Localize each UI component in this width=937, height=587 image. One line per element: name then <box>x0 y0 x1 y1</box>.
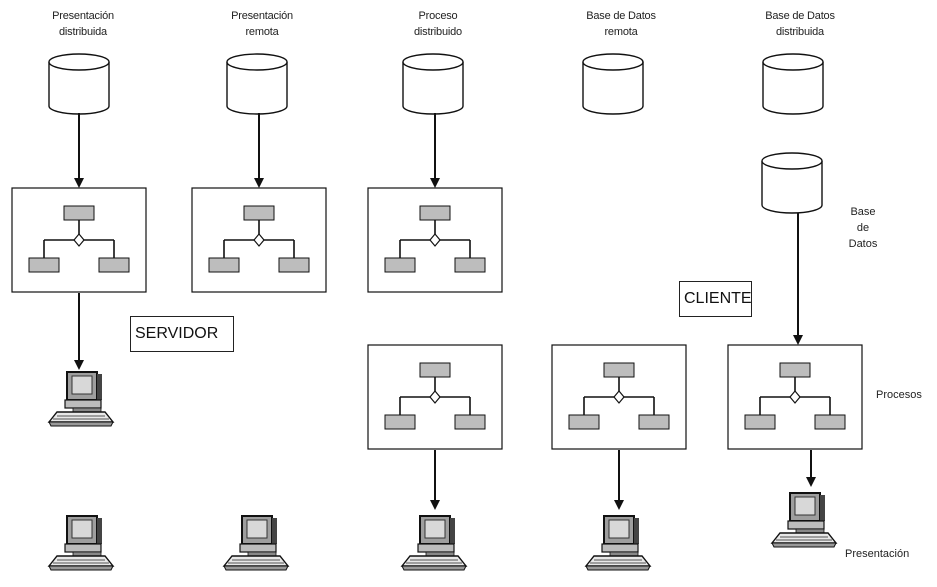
database-icon <box>762 53 824 115</box>
computer-icon <box>48 515 114 571</box>
process-box <box>551 344 687 450</box>
cliente-label: CLIENTE <box>679 281 752 317</box>
process-box <box>367 187 503 293</box>
computer-icon <box>771 492 837 548</box>
database-icon <box>582 53 644 115</box>
computer-icon <box>585 515 651 571</box>
process-box <box>367 344 503 450</box>
computer-icon <box>223 515 289 571</box>
column-title-presentacion-distribuida: Presentación distribuida <box>52 10 114 38</box>
process-box <box>727 344 863 450</box>
presentacion-label: Presentación <box>845 548 910 560</box>
column-title-presentacion-remota: Presentación remota <box>231 10 293 38</box>
database-icon <box>226 53 288 115</box>
column-title-base-de-datos-distribuida: Base de Datos distribuida <box>765 10 835 38</box>
column-title-proceso-distribuido: Proceso distribuido <box>414 10 462 38</box>
process-box <box>191 187 327 293</box>
procesos-label: Procesos <box>876 389 922 401</box>
servidor-label: SERVIDOR <box>130 316 234 352</box>
client-database-icon <box>761 152 823 214</box>
database-icon <box>48 53 110 115</box>
computer-icon <box>401 515 467 571</box>
process-box <box>11 187 147 293</box>
database-icon <box>402 53 464 115</box>
computer-icon <box>48 371 114 427</box>
column-title-base-de-datos-remota: Base de Datos remota <box>586 10 656 38</box>
base-de-datos-label: Base de Datos <box>848 206 878 250</box>
